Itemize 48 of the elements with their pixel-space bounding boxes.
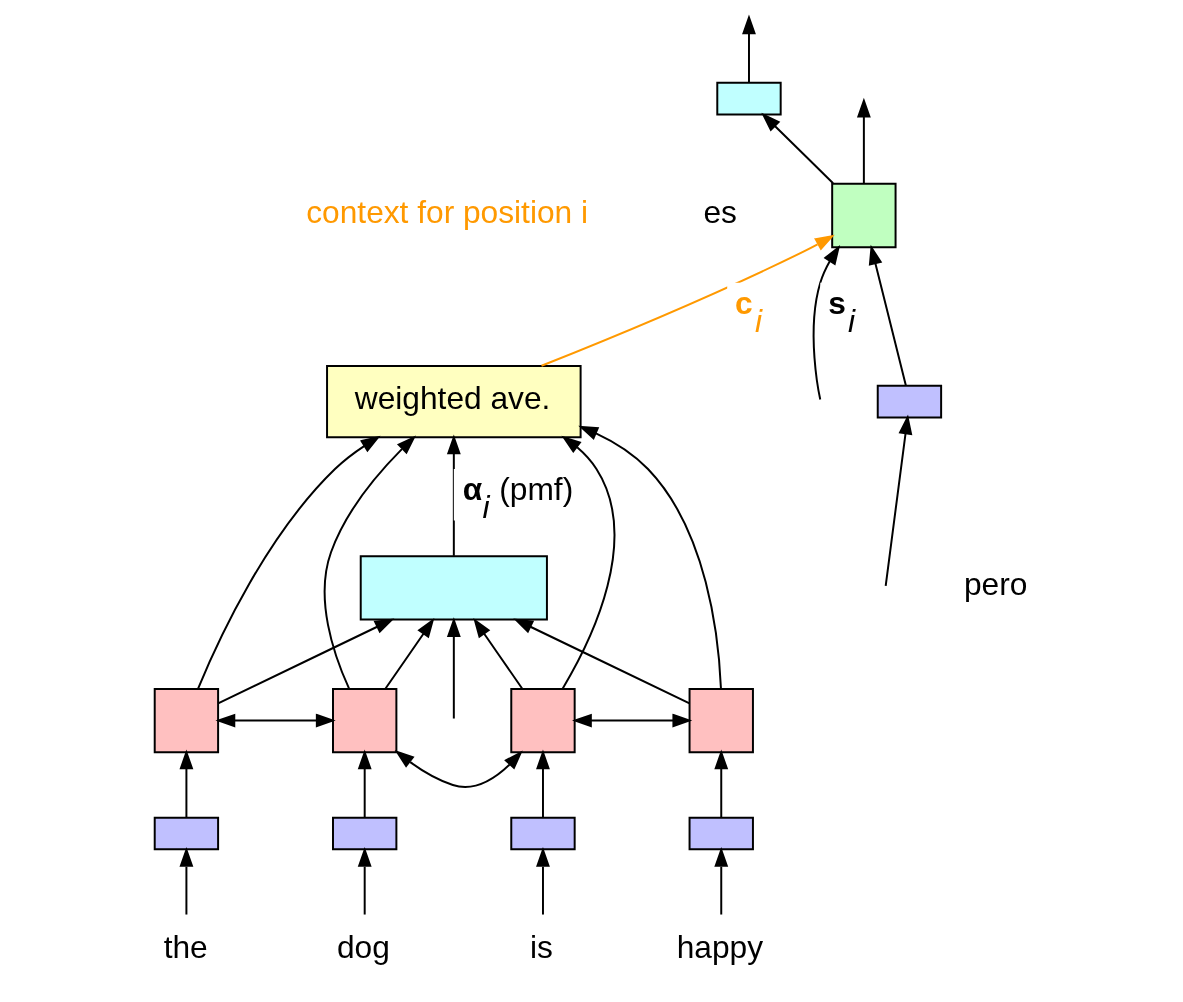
node-box xyxy=(688,816,754,851)
arrow xyxy=(536,749,550,819)
node-box xyxy=(510,816,576,851)
label: es xyxy=(703,194,737,230)
arrow xyxy=(446,617,461,720)
arrow xyxy=(884,414,913,587)
label: pero xyxy=(963,566,1028,603)
arrow xyxy=(868,244,907,387)
arrow xyxy=(540,234,835,367)
arrow xyxy=(742,14,756,84)
arrow xyxy=(714,749,729,819)
node-text: happy xyxy=(676,928,764,965)
arrow xyxy=(561,435,616,690)
node-box xyxy=(153,816,220,851)
arrow xyxy=(578,425,722,690)
arrow xyxy=(812,244,841,401)
node-box xyxy=(716,81,782,116)
node-box xyxy=(876,384,943,419)
arrow xyxy=(761,112,835,185)
node-box xyxy=(688,687,754,754)
node-text: dog xyxy=(336,928,390,965)
node-text: the xyxy=(163,928,208,965)
arrow xyxy=(197,435,381,690)
arrow xyxy=(446,434,461,557)
arrow xyxy=(572,713,693,728)
node-box xyxy=(332,687,398,754)
arrow xyxy=(513,618,691,705)
node-box xyxy=(510,687,576,754)
node-box xyxy=(831,182,897,249)
arrow xyxy=(323,435,416,690)
arrow xyxy=(714,846,729,916)
arrow xyxy=(357,846,372,916)
arrow xyxy=(856,97,871,185)
arrow xyxy=(473,618,524,690)
arrow xyxy=(536,846,550,916)
arrow xyxy=(179,846,194,916)
node-box xyxy=(332,816,398,851)
node-box xyxy=(153,687,220,754)
arrow xyxy=(215,713,336,728)
arrow xyxy=(394,750,523,788)
arrow xyxy=(217,618,395,705)
node-box xyxy=(359,555,548,621)
arrow xyxy=(179,749,194,819)
label: context for position i xyxy=(306,194,589,230)
arrow xyxy=(384,618,435,690)
node-box: weighted ave. xyxy=(326,365,582,439)
node-text: is xyxy=(530,928,553,965)
arrow xyxy=(357,749,372,819)
